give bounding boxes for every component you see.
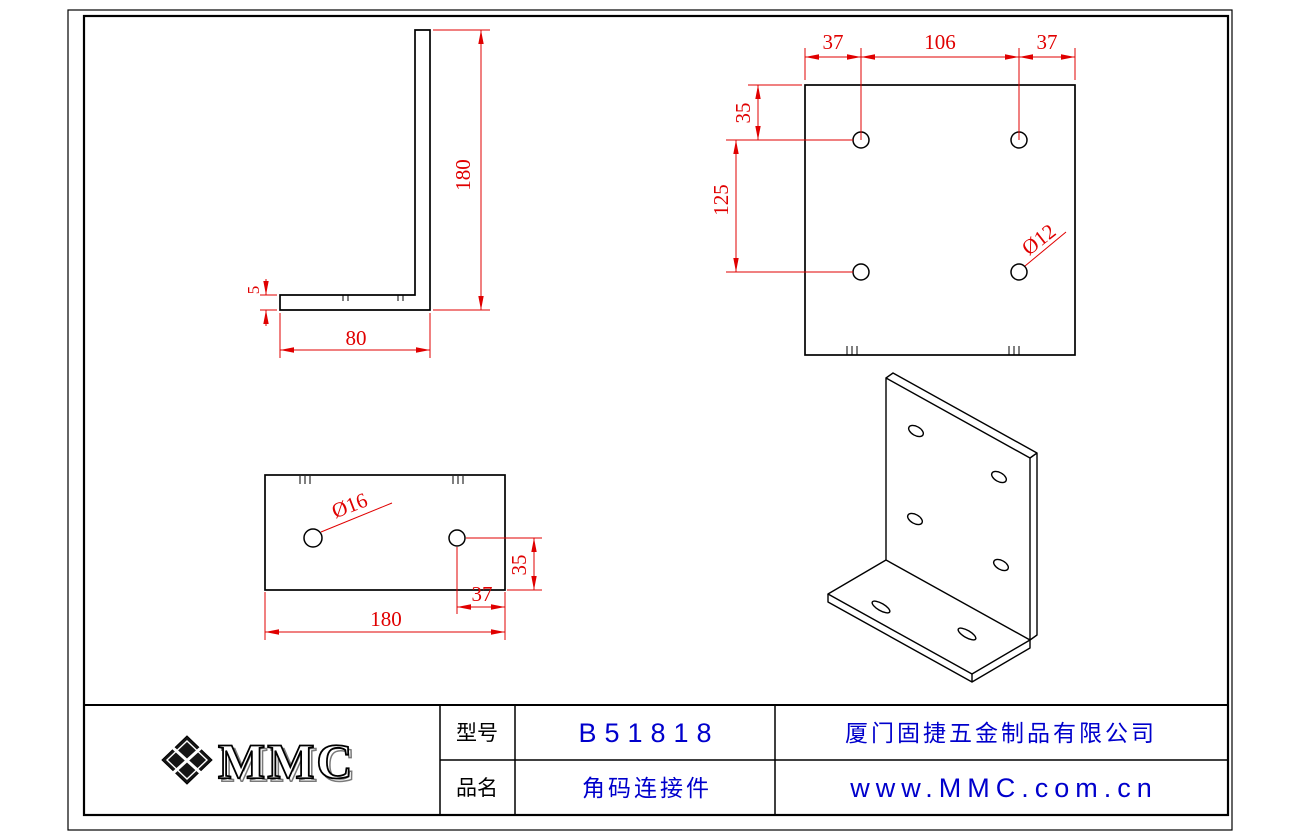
iso-wall-face (885, 377, 1031, 641)
dim-row-spacing-label: 125 (709, 184, 733, 216)
base-view-bend-ticks (299, 476, 464, 484)
dim-bottom-offset-label: 35 (507, 555, 531, 576)
model-label: 型号 (456, 722, 498, 745)
hole-leader-line (1024, 231, 1067, 267)
base-view-holes (303, 528, 466, 548)
product-value: 角码连接件 (582, 775, 712, 801)
hole-dia-label: Ø12 (1017, 219, 1060, 260)
company-logo: MMC MMC (161, 732, 358, 793)
front-view-outline (804, 84, 1076, 356)
dim-top-offset-label: 35 (731, 103, 755, 124)
dim-top-chain (804, 48, 1076, 140)
title-block: MMC MMC 型号 品名 B51818 角码连接件 厦门固捷五金制品有限公司 … (84, 704, 1228, 815)
isometric-view (827, 372, 1038, 683)
dim-width (279, 313, 431, 358)
diamond-logo-icon (161, 735, 213, 785)
dim-edge-offset (264, 547, 506, 640)
border-frame (67, 9, 1233, 831)
dim-left-chain (726, 84, 853, 273)
product-label: 品名 (456, 777, 498, 800)
dim-left-label: 37 (823, 30, 844, 54)
front-view: 37 106 37 35 125 Ø12 (709, 30, 1076, 356)
company-name: 厦门固捷五金制品有限公司 (845, 720, 1157, 746)
base-view-outline (264, 474, 506, 591)
dim-right-label: 37 (1037, 30, 1058, 54)
dim-bottom-offset (466, 537, 542, 591)
iso-wall-thickness (885, 372, 1038, 641)
side-view: 180 80 5 (244, 29, 490, 358)
iso-wall-holes (906, 424, 1010, 572)
base-hole-leader-line (320, 502, 393, 533)
company-website: www.MMC.com.cn (849, 773, 1158, 803)
dim-edge-offset-label: 37 (472, 582, 493, 606)
logo-text-shadow: MMC (221, 736, 358, 792)
iso-base-holes (871, 600, 977, 641)
logo-text: MMC (218, 733, 355, 789)
dim-thickness-label: 5 (244, 286, 263, 295)
dim-height-label: 180 (451, 159, 475, 191)
iso-base-thickness (827, 594, 1031, 683)
dim-width-label: 80 (346, 326, 367, 350)
dim-thickness (260, 279, 277, 326)
front-view-bend-ticks (846, 346, 1020, 355)
front-view-holes (852, 131, 1028, 281)
dim-middle-label: 106 (924, 30, 956, 54)
dim-height (433, 29, 490, 311)
dim-length-label: 180 (370, 607, 402, 631)
base-view: Ø16 35 37 180 (264, 474, 542, 640)
title-block-grid (84, 704, 1228, 815)
side-view-outline (279, 29, 431, 311)
iso-base-top (827, 559, 1031, 675)
base-hole-dia-label: Ø16 (328, 488, 370, 523)
side-view-bend-ticks (342, 295, 404, 301)
model-value: B51818 (578, 718, 719, 748)
